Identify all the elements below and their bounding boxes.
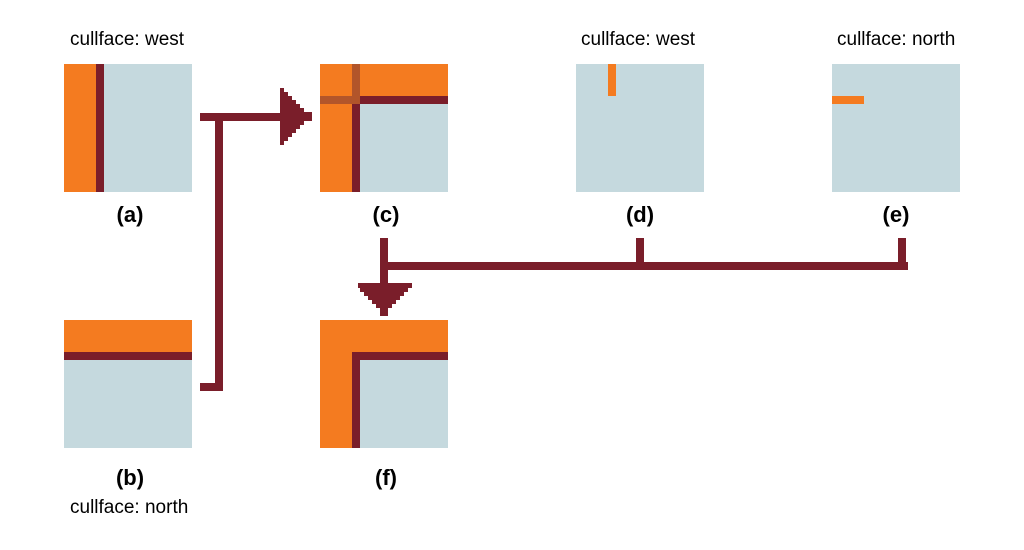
panel-a-label: (a) bbox=[116, 202, 144, 227]
connector-d-vertical bbox=[636, 238, 644, 268]
panel-f-orange-top bbox=[320, 320, 448, 352]
panel-b-label: (b) bbox=[115, 465, 145, 490]
panel-c-overlap-vertical bbox=[352, 64, 360, 96]
panel-c-overlap-corner bbox=[352, 96, 360, 104]
arrowhead-down bbox=[358, 283, 412, 316]
panel-a-orange-strip bbox=[64, 64, 96, 192]
panel-b-tile bbox=[64, 320, 192, 448]
arrowhead-right bbox=[280, 88, 312, 145]
connector-b-horizontal bbox=[200, 383, 223, 391]
panel-e-orange-mark bbox=[832, 96, 864, 104]
panel-a-maroon-edge bbox=[96, 64, 104, 192]
panel-c-overlap-horizontal bbox=[320, 96, 352, 104]
panel-c-maroon-horizontal bbox=[352, 96, 448, 104]
connector-ab-vertical bbox=[215, 113, 223, 391]
panel-e-caption: cullface: north bbox=[837, 29, 956, 50]
panel-f-label: (f) bbox=[375, 465, 397, 490]
panel-b-caption: cullface: north bbox=[70, 497, 189, 518]
panel-c-orange-top bbox=[320, 64, 448, 96]
panel-d-label: (d) bbox=[625, 202, 655, 227]
panel-f-maroon-vertical bbox=[352, 352, 360, 448]
panel-f-maroon-horizontal bbox=[352, 352, 448, 360]
panel-c-maroon-vertical bbox=[352, 96, 360, 192]
panel-d-orange-mark bbox=[608, 64, 616, 96]
panel-e-tile bbox=[832, 64, 960, 192]
panel-e-label: (e) bbox=[882, 202, 910, 227]
panel-b-orange-strip bbox=[64, 320, 192, 352]
panel-c-tile bbox=[320, 64, 448, 192]
panel-b-maroon-edge bbox=[64, 352, 192, 360]
panel-d-caption: cullface: west bbox=[581, 29, 696, 50]
connector-a-horizontal bbox=[200, 113, 280, 121]
panel-c-label: (c) bbox=[372, 202, 400, 227]
panel-f-tile bbox=[320, 320, 448, 448]
panel-a-tile bbox=[64, 64, 192, 192]
panel-d-tile bbox=[576, 64, 704, 192]
connector-c-vertical bbox=[380, 238, 388, 283]
panel-a-caption: cullface: west bbox=[70, 29, 185, 50]
connector-e-vertical bbox=[898, 238, 906, 270]
